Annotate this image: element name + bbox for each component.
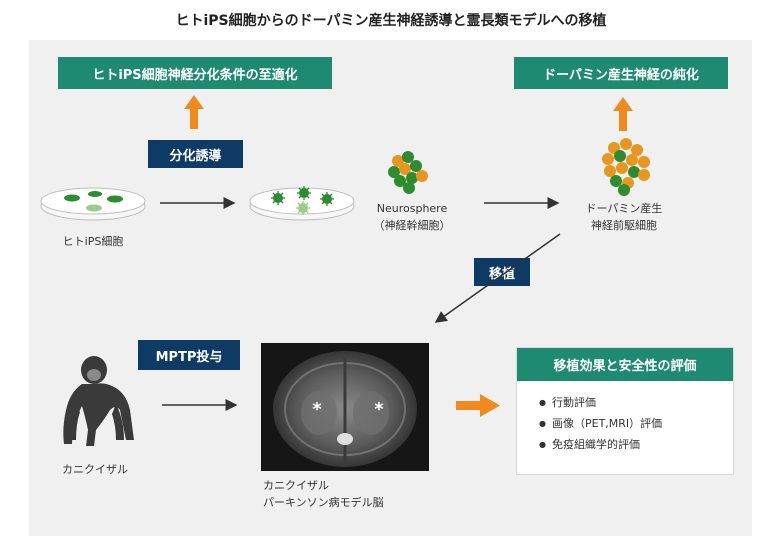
evaluation-title: 移植効果と安全性の評価 (517, 348, 733, 381)
ips-cells-label: ヒトiPS細胞 (62, 235, 124, 248)
neurosphere-sublabel: （神経幹細胞） (373, 219, 451, 232)
orange-right-arrow (456, 394, 500, 417)
evaluation-panel: 移植効果と安全性の評価 行動評価 画像（PET,MRI）評価 免疫組織学的評価 (516, 347, 734, 475)
arrow-transplant (434, 233, 561, 323)
monkey-icon (63, 356, 135, 446)
page-title: ヒトiPS細胞からのドーパミン産生神経誘導と霊長類モデルへの移植 (175, 13, 607, 29)
progenitor-label-line1: ドーパミン産生 (585, 202, 663, 215)
neurosphere-label: Neurosphere (376, 202, 448, 215)
asterisk-left: * (312, 399, 322, 420)
evaluation-list: 行動評価 画像（PET,MRI）評価 免疫組織学的評価 (539, 392, 662, 455)
cell-cluster-icon (602, 138, 650, 196)
brain-mri-image: * * (261, 343, 429, 471)
brain-label-line1: カニクイザル (263, 479, 329, 492)
induction-box: 分化誘導 (148, 140, 243, 168)
asterisk-right: * (374, 399, 384, 420)
transplant-box: 移植 (474, 258, 530, 286)
purify-box: ドーパミン産生神経の純化 (514, 57, 728, 89)
petri-dish-icon (249, 186, 355, 221)
evaluation-item-immuno: 免疫組織学的評価 (539, 434, 662, 455)
orange-up-arrow-right (613, 97, 633, 131)
bright-spot (337, 433, 353, 445)
orange-up-arrow-left (184, 95, 204, 129)
cell-cluster-icon (388, 151, 428, 194)
evaluation-item-imaging: 画像（PET,MRI）評価 (539, 413, 662, 434)
optimize-box: ヒトiPS細胞神経分化条件の至適化 (58, 57, 332, 89)
petri-dish-icon (40, 187, 146, 221)
mptp-box: MPTP投与 (138, 340, 240, 370)
evaluation-item-behavior: 行動評価 (539, 392, 662, 413)
monkey-label: カニクイザル (62, 463, 128, 476)
brain-label-line2: パーキンソン病モデル脳 (263, 496, 384, 509)
mri-svg: * * (273, 351, 417, 467)
progenitor-label-line2: 神経前駆細胞 (591, 219, 657, 232)
